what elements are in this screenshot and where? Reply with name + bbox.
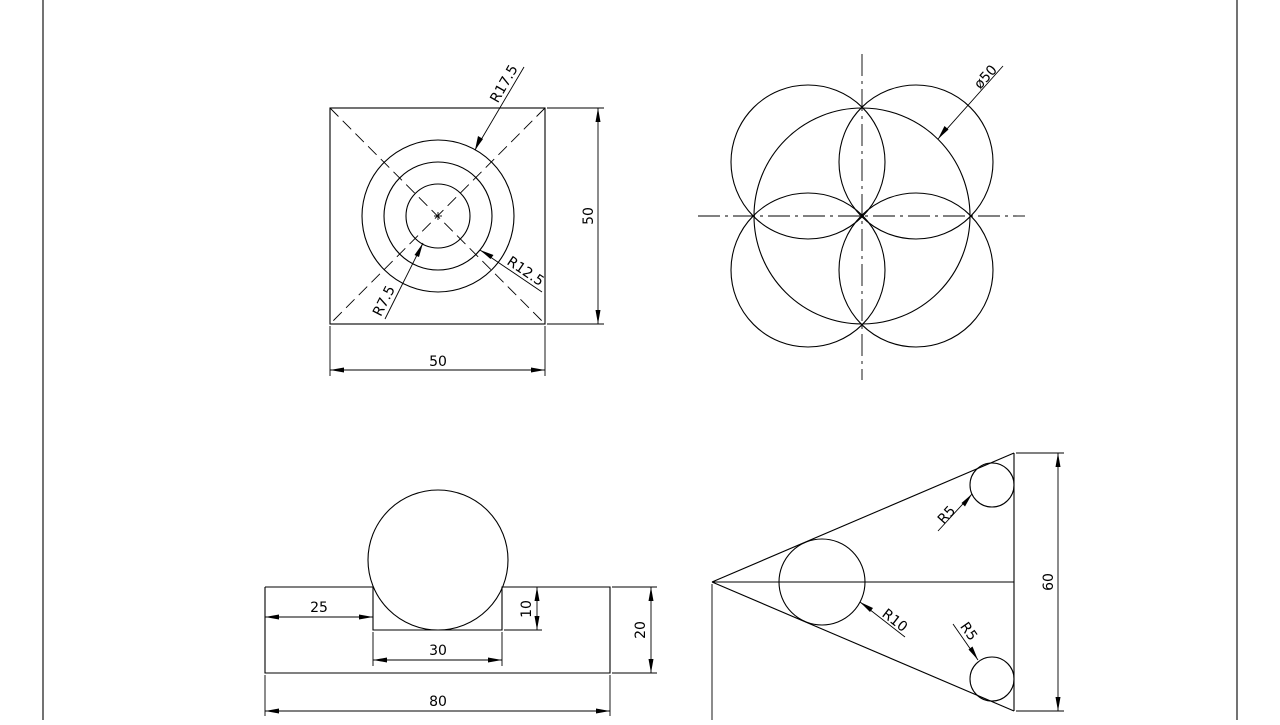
flower-view: ø50	[698, 54, 1025, 380]
arrowhead	[648, 587, 654, 601]
arrowhead	[938, 126, 949, 139]
triangle-lower-edge	[711, 581, 1015, 712]
main-circle	[753, 107, 971, 325]
flower-diameter-label: ø50	[971, 62, 1001, 92]
leader-line	[937, 65, 1004, 140]
sphere-circle	[367, 489, 509, 631]
arrowhead	[373, 657, 387, 663]
arrowhead	[330, 367, 344, 373]
square-outline	[329, 107, 546, 325]
arrowhead	[595, 108, 601, 122]
arrowhead	[534, 616, 540, 630]
inner-radius-label: R7.5	[370, 283, 399, 319]
petal-circle-bottom-left	[730, 192, 886, 348]
sphere-block-view: 25 10 30 20 80	[264, 489, 657, 716]
arrowhead	[596, 708, 610, 714]
arrowhead	[968, 646, 978, 660]
bottom-radius-label: R5	[956, 619, 980, 643]
arrowhead	[860, 602, 873, 612]
triangle-upper-edge	[711, 452, 1015, 583]
outer-circle	[361, 139, 515, 293]
total-width-label: 80	[429, 694, 447, 710]
arrowhead	[1055, 453, 1061, 467]
square-view: 50 50 R17.5 R12.5 R7.5	[329, 62, 604, 376]
middle-circle	[383, 161, 493, 271]
large-radius-label: R10	[879, 606, 911, 636]
bottom-small-circle	[969, 656, 1015, 702]
arrowhead	[414, 243, 423, 257]
left-offset-label: 25	[310, 600, 328, 616]
petal-circle-bottom-right	[838, 192, 994, 348]
square-height-label: 50	[581, 207, 597, 225]
block-outline	[264, 586, 611, 674]
top-small-circle	[969, 462, 1015, 508]
slot-width-label: 30	[429, 643, 447, 659]
arrowhead	[595, 310, 601, 324]
arrowhead	[648, 659, 654, 673]
arrowhead	[265, 708, 279, 714]
arrowhead	[961, 494, 972, 507]
triangle-height-label: 60	[1041, 573, 1057, 591]
slot-depth-label: 10	[519, 600, 535, 618]
arrowhead	[1055, 697, 1061, 711]
petal-circle-top-left	[730, 84, 886, 240]
arrowhead	[534, 587, 540, 601]
arrowhead	[488, 657, 502, 663]
block-height-label: 20	[633, 621, 649, 639]
arrowhead	[531, 367, 545, 373]
arrowhead	[480, 250, 494, 259]
middle-radius-label: R12.5	[504, 254, 547, 290]
arrowhead	[265, 614, 279, 620]
petal-circle-top-right	[838, 84, 994, 240]
large-circle	[778, 538, 866, 626]
square-width-label: 50	[429, 354, 447, 370]
leader-line	[474, 66, 525, 151]
top-radius-label: R5	[935, 503, 959, 528]
arrowhead	[475, 136, 483, 150]
outer-radius-label: R17.5	[487, 62, 521, 105]
triangle-view: R5 R10 R5 60	[711, 452, 1064, 720]
inner-circle	[405, 183, 471, 249]
arrowhead	[359, 614, 373, 620]
